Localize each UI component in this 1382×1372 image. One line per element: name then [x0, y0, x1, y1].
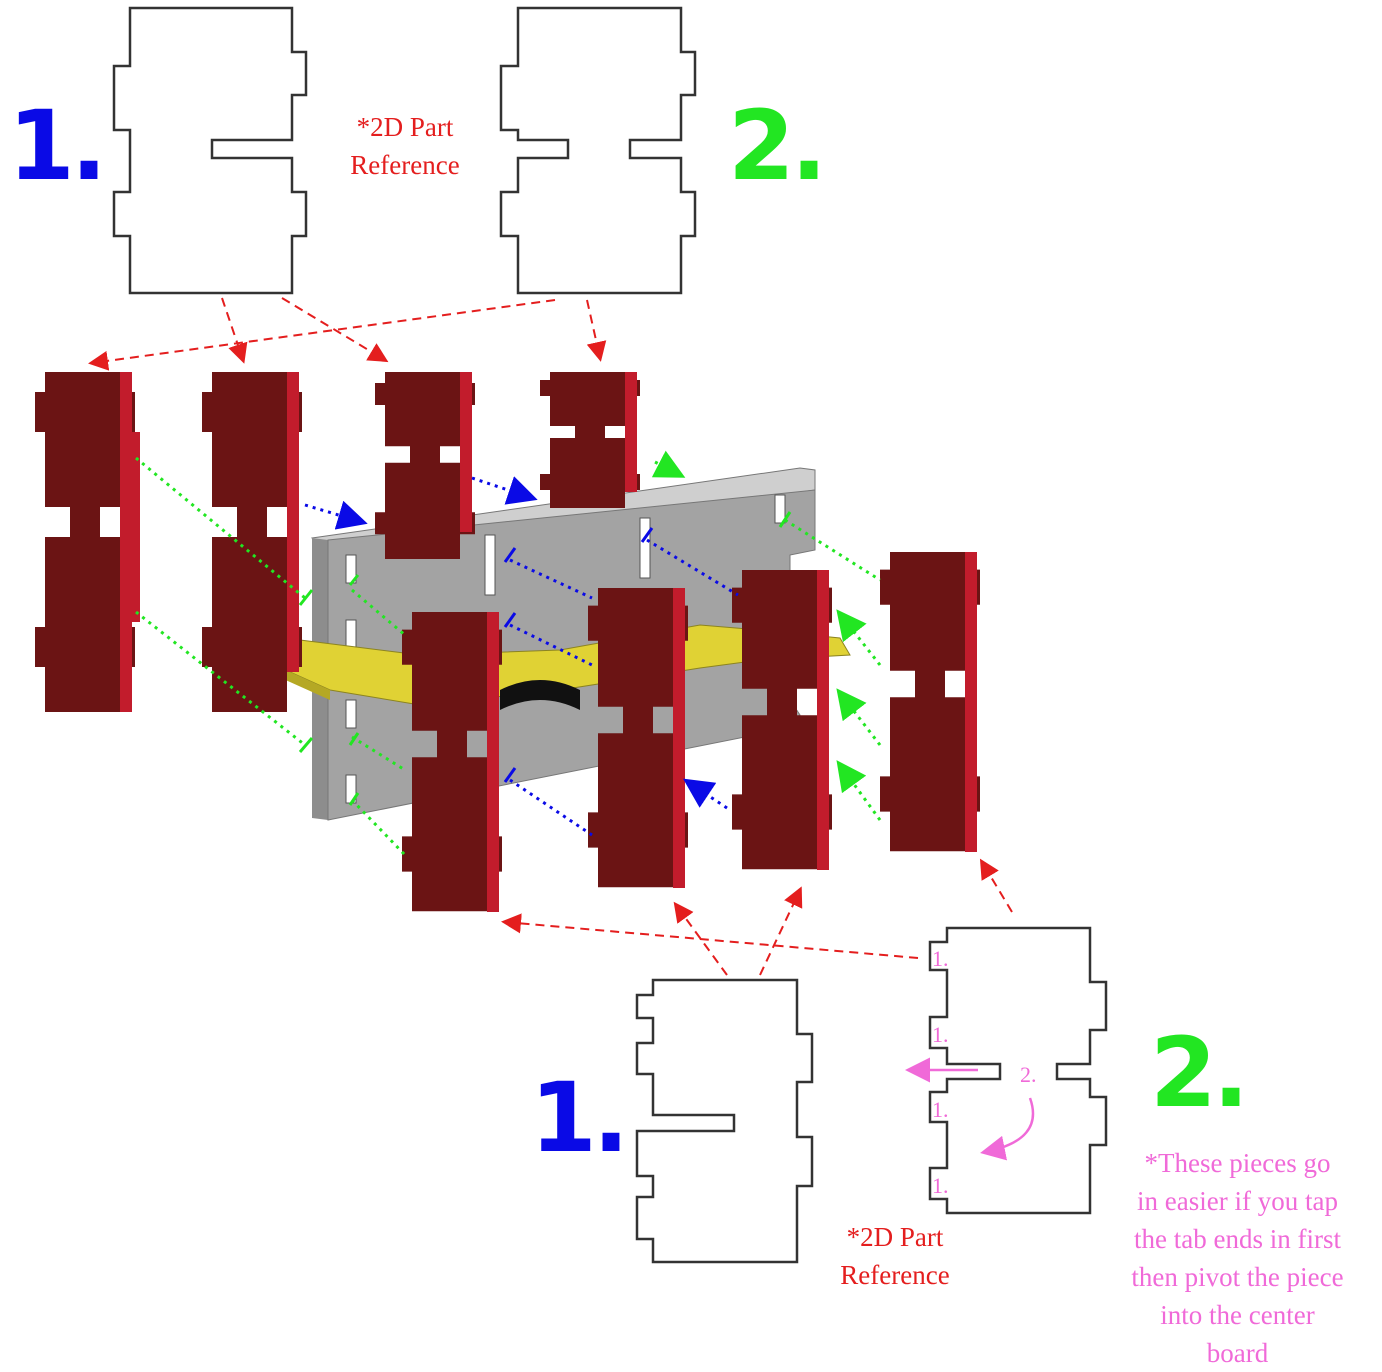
step-1-bottom-label: 1.: [530, 1062, 629, 1174]
top-reference-line-2: Reference: [350, 150, 460, 180]
brace-1-left: [35, 372, 140, 712]
bottom-reference-line-2: Reference: [840, 1260, 950, 1290]
blue-tick-marks: [503, 527, 654, 783]
order-marks: 1. 1. 1. 1. 2.: [932, 946, 1037, 1198]
bottom-reference-line-1: *2D Part: [846, 1222, 944, 1252]
bottom-reference-arrows: [501, 858, 1013, 976]
brace-7-front: [732, 570, 832, 870]
top-part-1-outline: [112, 6, 308, 295]
green-tick-marks: [298, 511, 792, 806]
brace-6-front: [588, 588, 688, 888]
bottom-reference-note: *2D Part Reference: [820, 1218, 970, 1294]
tip-line-5: into the center: [1160, 1300, 1315, 1330]
green-step2-guides: [135, 450, 882, 857]
blue-step1-guides: [304, 476, 739, 837]
tip-line-2: in easier if you tap: [1137, 1186, 1338, 1216]
brace-5-front: [402, 612, 502, 912]
pink-pivot-arrows: [905, 1057, 1035, 1161]
pivot-mark: 2.: [1020, 1062, 1037, 1087]
step-2-bottom-label: 2.: [1150, 1017, 1249, 1129]
top-reference-line-1: *2D Part: [356, 112, 454, 142]
brace-8-right: [880, 552, 980, 852]
brace-4: [540, 372, 640, 508]
bottom-part-2-outline: [928, 926, 1108, 1215]
order-mark-4: 1.: [932, 1173, 949, 1198]
top-reference-note: *2D Part Reference: [330, 108, 480, 184]
top-reference-arrows: [88, 297, 607, 371]
top-part-2-outline: [499, 6, 697, 295]
brace-3: [375, 372, 475, 559]
installation-tip: *These pieces go in easier if you tap th…: [1105, 1144, 1370, 1372]
bottom-part-1-outline: [635, 978, 814, 1264]
order-mark-2: 1.: [932, 1022, 949, 1047]
brace-2: [202, 372, 302, 712]
tip-line-4: then pivot the piece: [1131, 1262, 1344, 1292]
order-mark-3: 1.: [932, 1097, 949, 1122]
step-2-top-label: 2.: [728, 90, 827, 202]
order-mark-1: 1.: [932, 946, 949, 971]
tip-line-6: board: [1206, 1338, 1269, 1368]
tip-line-3: the tab ends in first: [1134, 1224, 1341, 1254]
step-1-top-label: 1.: [8, 90, 107, 202]
tip-line-1: *These pieces go: [1144, 1148, 1331, 1178]
